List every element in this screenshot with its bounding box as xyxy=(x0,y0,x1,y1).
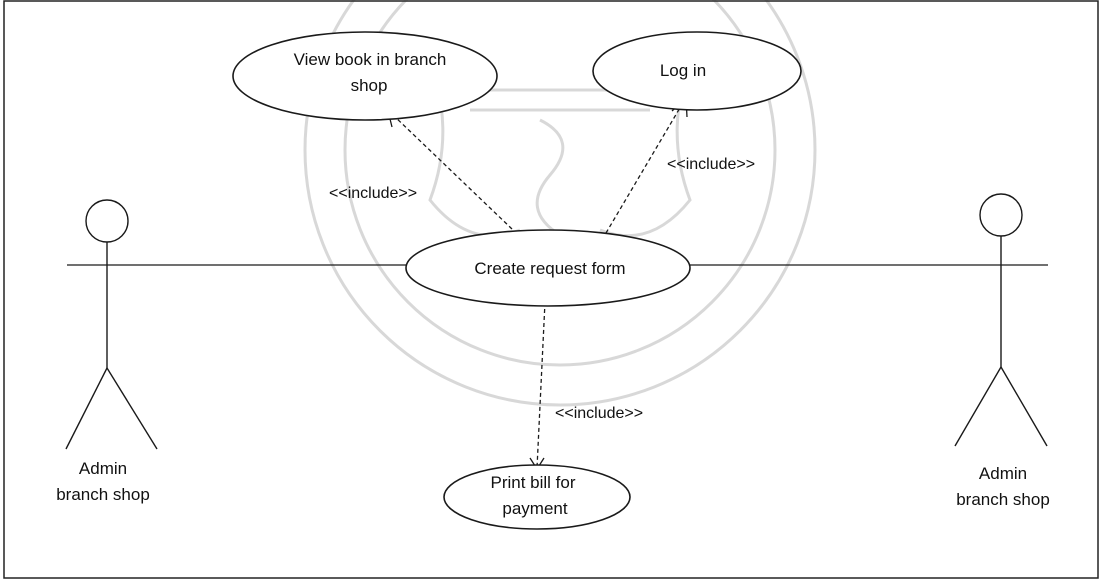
include-line-login xyxy=(605,100,685,234)
use-case-create-request-label: Create request form xyxy=(474,259,625,278)
actor-left-head xyxy=(85,199,129,243)
actor-left-label-line2: branch shop xyxy=(56,485,150,504)
use-case-print-bill-line2: payment xyxy=(502,499,567,518)
use-case-print-bill xyxy=(443,464,631,530)
use-case-view-book-line2: shop xyxy=(351,76,388,95)
use-case-view-book-line1: View book in branch xyxy=(294,50,447,69)
include-label-print-bill: <<include>> xyxy=(555,405,643,422)
include-label-view-book: <<include>> xyxy=(329,185,417,202)
actor-left-label-line1: Admin xyxy=(79,459,127,478)
include-label-login: <<include>> xyxy=(667,156,755,173)
include-line-view-book xyxy=(391,113,513,230)
use-case-create-request xyxy=(405,229,691,307)
actor-right xyxy=(954,193,1048,447)
actor-left xyxy=(65,199,158,450)
diagram-frame xyxy=(3,0,1099,579)
use-case-print-bill-line1: Print bill for xyxy=(490,473,575,492)
actor-right-head xyxy=(979,193,1023,237)
actor-right-label-line2: branch shop xyxy=(956,490,1050,509)
include-line-print-bill xyxy=(536,301,546,469)
actor-right-label-line1: Admin xyxy=(979,464,1027,483)
use-case-login xyxy=(592,31,802,111)
use-case-view-book xyxy=(232,31,498,121)
use-case-login-label: Log in xyxy=(660,61,706,80)
